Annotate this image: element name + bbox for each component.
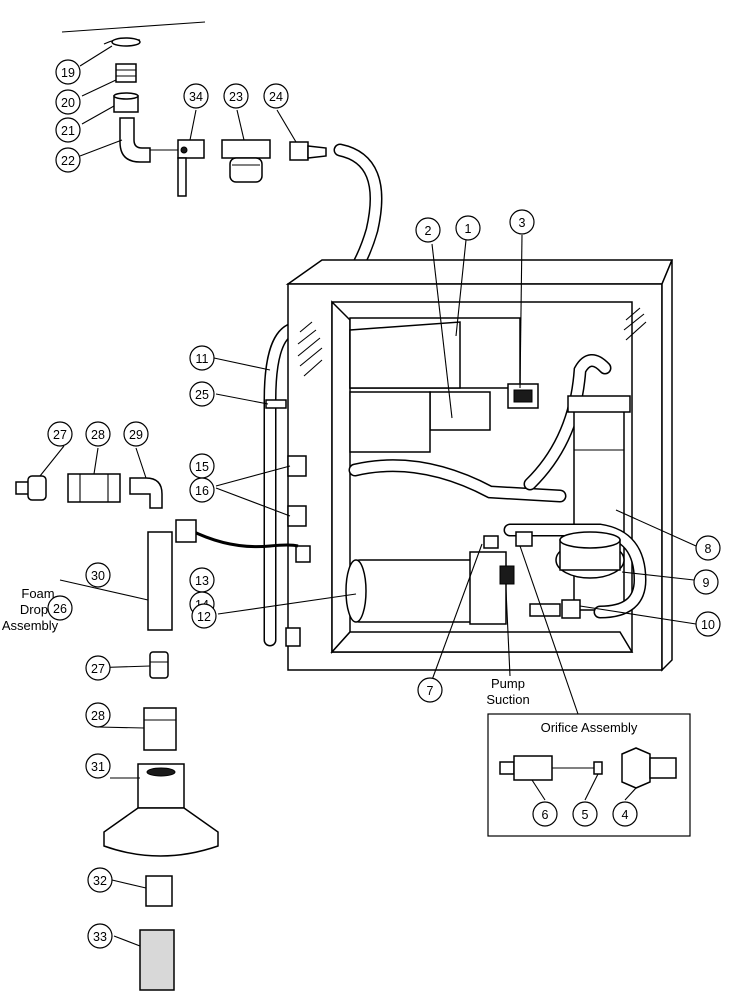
callout-leaders [39, 45, 697, 947]
callout-31: 31 [85, 753, 111, 779]
left-vents [297, 321, 323, 377]
callout-10: 10 [695, 611, 721, 637]
svg-text:8: 8 [705, 542, 712, 556]
callout-16: 16 [189, 477, 215, 503]
svg-text:29: 29 [129, 428, 143, 442]
callout-20: 20 [55, 89, 81, 115]
callout-19: 19 [55, 59, 81, 85]
svg-text:Pump: Pump [491, 676, 525, 691]
callout-21: 21 [55, 117, 81, 143]
callout-1: 1 [455, 215, 481, 241]
callout-15: 15 [189, 453, 215, 479]
svg-text:26: 26 [53, 602, 67, 616]
callout-3: 3 [509, 209, 535, 235]
svg-text:2: 2 [425, 224, 432, 238]
callout-23: 23 [223, 83, 249, 109]
svg-text:Drop: Drop [20, 602, 48, 617]
svg-text:7: 7 [427, 684, 434, 698]
svg-text:9: 9 [703, 576, 710, 590]
orifice-assembly-inset: Orifice Assembly [487, 713, 691, 837]
callout-32: 32 [87, 867, 113, 893]
svg-text:24: 24 [269, 90, 283, 104]
svg-text:34: 34 [189, 90, 203, 104]
svg-text:Suction: Suction [486, 692, 529, 707]
callout-7: 7 [417, 677, 443, 703]
callout-5: 5 [572, 801, 598, 827]
callout-28-lower: 28 [85, 702, 111, 728]
right-vents [623, 307, 647, 341]
svg-text:19: 19 [61, 66, 75, 80]
svg-text:27: 27 [53, 428, 67, 442]
callout-6: 6 [532, 801, 558, 827]
callout-4: 4 [612, 801, 638, 827]
svg-text:33: 33 [93, 930, 107, 944]
foam-drop-assembly [15, 473, 219, 991]
svg-text:27: 27 [91, 662, 105, 676]
callout-24: 24 [263, 83, 289, 109]
svg-text:12: 12 [197, 610, 211, 624]
callout-33: 33 [87, 923, 113, 949]
svg-text:6: 6 [542, 808, 549, 822]
pump-suction-label: Pump Suction [486, 676, 529, 707]
callout-27-upper: 27 [47, 421, 73, 447]
svg-text:22: 22 [61, 154, 75, 168]
svg-text:28: 28 [91, 709, 105, 723]
svg-text:15: 15 [195, 460, 209, 474]
callout-11: 11 [189, 345, 215, 371]
svg-text:11: 11 [196, 352, 209, 366]
svg-text:5: 5 [582, 808, 589, 822]
svg-text:20: 20 [61, 96, 75, 110]
svg-text:Assembly: Assembly [2, 618, 59, 633]
callout-29: 29 [123, 421, 149, 447]
svg-text:21: 21 [61, 124, 75, 138]
callout-26: 26 [47, 595, 73, 621]
cabinet [175, 259, 674, 672]
svg-text:16: 16 [195, 484, 209, 498]
foam-drop-assembly-label: Foam Drop Assembly [2, 586, 59, 633]
svg-text:23: 23 [229, 90, 243, 104]
svg-text:28: 28 [91, 428, 105, 442]
svg-text:25: 25 [195, 388, 209, 402]
callout-28-upper: 28 [85, 421, 111, 447]
svg-text:30: 30 [91, 569, 105, 583]
callout-30: 30 [85, 562, 111, 588]
callout-8: 8 [695, 535, 721, 561]
callout-34: 34 [183, 83, 209, 109]
orifice-assembly-title: Orifice Assembly [541, 720, 638, 735]
svg-text:3: 3 [519, 216, 526, 230]
callout-25: 25 [189, 381, 215, 407]
callout-13: 13 [189, 567, 215, 593]
svg-text:1: 1 [465, 222, 472, 236]
svg-text:32: 32 [93, 874, 107, 888]
svg-text:31: 31 [91, 760, 105, 774]
callout-22: 22 [55, 147, 81, 173]
callout-2: 2 [415, 217, 441, 243]
svg-text:10: 10 [701, 618, 715, 632]
callout-9: 9 [693, 569, 719, 595]
svg-text:4: 4 [622, 808, 629, 822]
svg-text:13: 13 [195, 574, 209, 588]
callout-12: 12 [191, 603, 217, 629]
callout-27-lower: 27 [85, 655, 111, 681]
svg-text:Foam: Foam [21, 586, 54, 601]
